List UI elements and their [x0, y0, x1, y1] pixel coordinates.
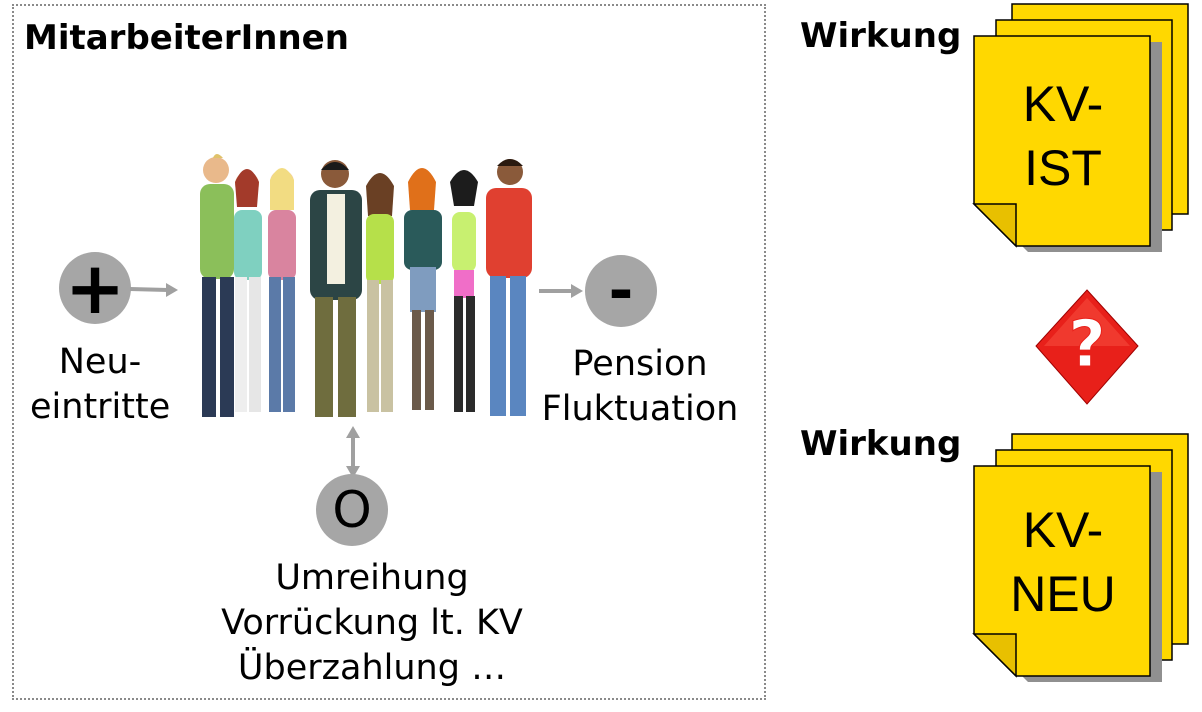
minus-label-line1: Pension [572, 344, 708, 384]
double-arrow-vertical [346, 426, 360, 478]
document-stack-bottom [972, 433, 1189, 682]
minus-circle: - [585, 255, 657, 327]
doc-bottom-line1: KV- [1022, 502, 1104, 558]
zero-label-line1: Umreihung [275, 558, 469, 598]
minus-label-line2: Fluktuation [541, 389, 739, 429]
doc-top-line1: KV- [1022, 76, 1104, 132]
zero-label-line2: Vorrückung lt. KV [221, 603, 523, 643]
zero-circle: O [316, 474, 388, 546]
question-symbol: ? [1068, 308, 1105, 382]
arrow-right-out [539, 284, 583, 298]
zero-label-line3: Überzahlung … [237, 648, 507, 688]
question-diamond-icon: ? [1035, 289, 1139, 405]
plus-label: Neu- eintritte [30, 340, 170, 430]
document-stack-top [972, 3, 1189, 252]
doc-label-bottom: KV- NEU [975, 498, 1151, 626]
zero-symbol: O [332, 481, 372, 539]
plus-symbol: + [64, 246, 126, 330]
person-figure [200, 154, 234, 417]
panel-title: MitarbeiterInnen [24, 18, 349, 58]
doc-bottom-line2: NEU [1010, 566, 1116, 622]
minus-symbol: - [608, 256, 634, 326]
arrow-right-in [129, 283, 178, 297]
plus-label-line2: eintritte [30, 387, 171, 427]
doc-label-top: KV- IST [975, 72, 1151, 200]
wirkung-heading-top: Wirkung [800, 16, 962, 56]
minus-label: Pension Fluktuation [540, 342, 740, 432]
plus-circle: + [59, 252, 131, 324]
staff-panel [12, 4, 766, 700]
plus-label-line1: Neu- [58, 342, 142, 382]
doc-top-line2: IST [1024, 140, 1102, 196]
zero-label: Umreihung Vorrückung lt. KV Überzahlung … [212, 556, 532, 691]
wirkung-heading-bottom: Wirkung [800, 424, 962, 464]
people-group-illustration [200, 154, 532, 417]
